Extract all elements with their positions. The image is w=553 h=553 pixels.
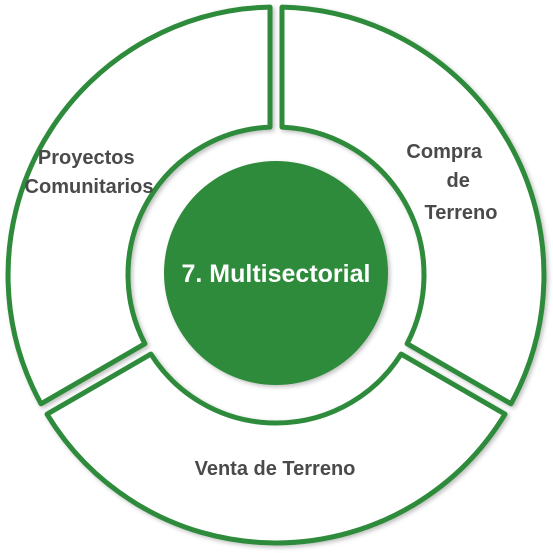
- segment-label-line: de: [447, 170, 470, 192]
- segment-label-line: Terreno: [425, 202, 498, 224]
- segment-label-proyectos-comunitarios: Proyectos Comunitarios: [25, 147, 154, 198]
- segment-compra-de-terreno: [279, 4, 547, 407]
- segment-label-line: Venta de Terreno: [195, 458, 356, 480]
- segment-label-line: Comunitarios: [25, 176, 154, 198]
- center-circle: [164, 161, 388, 385]
- segment-label-line: Compra: [406, 141, 482, 163]
- segment-label-line: Proyectos: [38, 147, 135, 169]
- center-label: 7. Multisectorial: [182, 260, 371, 288]
- segment-proyectos-comunitarios: [5, 4, 273, 407]
- segment-venta-de-terreno: [44, 351, 508, 546]
- segment-label-compra-de-terreno: Compra de Terreno: [406, 141, 497, 224]
- segment-label-venta-de-terreno: Venta de Terreno: [195, 458, 356, 480]
